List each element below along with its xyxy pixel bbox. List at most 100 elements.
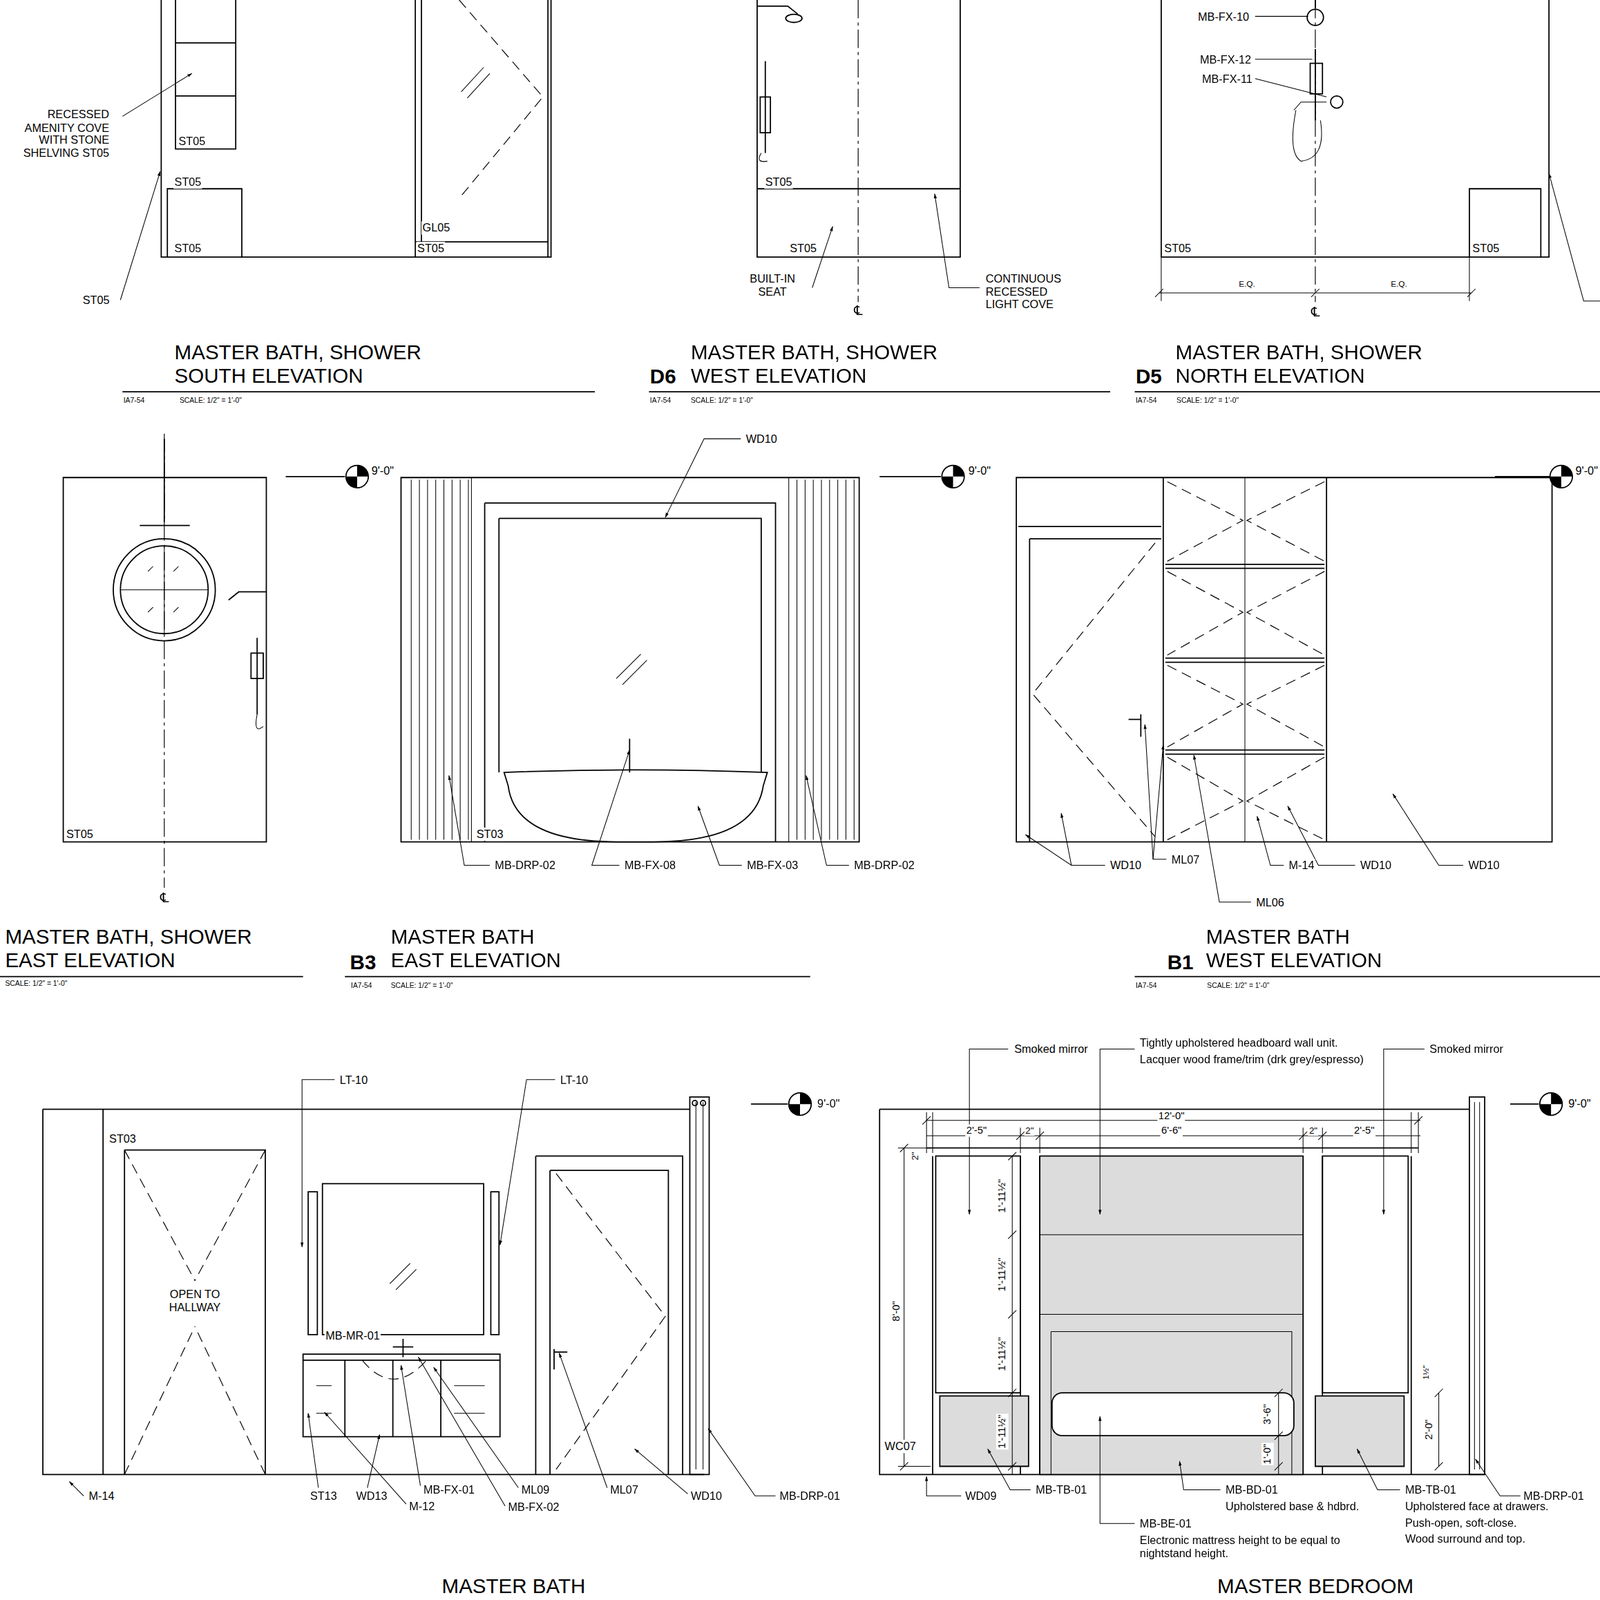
callout-label: RECESSED AMENITY COVE WITH STONE SHELVIN…	[2, 108, 111, 161]
callout-label: Smoked mirror	[1428, 1043, 1504, 1057]
callout-label: MB-FX-12	[1199, 53, 1253, 67]
callout-label: ℄	[158, 890, 170, 906]
callout-label: MB-BD-01	[1224, 1483, 1279, 1498]
callout-label: MB-DRP-02	[853, 859, 917, 873]
callout-label: MB-TB-01	[1034, 1483, 1089, 1498]
callout-label: MASTER BATH WEST ELEVATION	[1204, 925, 1391, 973]
callout-label: ML07	[609, 1483, 640, 1498]
callout-label: ℄	[1309, 305, 1321, 321]
callout-label: 9'-0"	[816, 1097, 841, 1111]
callout-label: GL05	[421, 221, 452, 235]
callout-label: D6	[648, 365, 678, 389]
callout-label: Wood surround and top.	[1403, 1532, 1527, 1547]
callout-label: E.Q.	[1237, 279, 1257, 290]
callout-label: BUILT-IN SEAT	[738, 272, 806, 298]
callout-label: Electronic mattress height to be equal t…	[1138, 1533, 1376, 1560]
callout-label: IA7-54	[350, 981, 374, 990]
callout-label: 1'-11½"	[996, 1256, 1008, 1293]
callout-label: 2"	[1024, 1125, 1035, 1136]
callout-label: MB-BE-01	[1138, 1517, 1193, 1531]
callout-label: MB-DRP-01	[778, 1489, 842, 1503]
callout-label: CONTINUOUS RECESSED LIGHT COVE	[984, 272, 1079, 311]
callout-label: MASTER BEDROOM	[1216, 1574, 1415, 1598]
callout-label: MASTER BATH, SHOWER EAST ELEVATION	[4, 925, 274, 973]
callout-label: 3'-6"	[1261, 1403, 1274, 1426]
callout-label: MASTER BATH, SHOWER WEST ELEVATION	[689, 340, 959, 388]
callout-label: ST05	[764, 175, 794, 189]
callout-label: ST13	[309, 1489, 339, 1503]
callout-label: 9'-0"	[1574, 464, 1599, 478]
callout-label: IA7-54	[1134, 981, 1158, 990]
callout-label: 2"	[909, 1150, 921, 1162]
callout-label: 1'-0"	[1261, 1443, 1274, 1466]
callout-label: IA7-54	[122, 397, 146, 406]
callout-label: 1'-11½"	[996, 1177, 1008, 1214]
callout-label: WC07	[883, 1439, 917, 1453]
callout-label: ST05	[1471, 241, 1501, 255]
callout-label: WD10	[1467, 859, 1501, 873]
callout-label: WD10	[1109, 859, 1143, 873]
callout-label: WD10	[744, 432, 778, 446]
callout-label: IA7-54	[648, 397, 672, 406]
callout-label: ST05	[65, 827, 95, 841]
callout-label: ST05	[173, 241, 203, 255]
callout-label: 6'-6"	[1159, 1124, 1183, 1137]
callout-label: ML07	[1170, 853, 1201, 867]
callout-label: 1'-11½"	[996, 1413, 1008, 1450]
callout-label: Smoked mirror	[1013, 1043, 1089, 1057]
callout-label: B3	[348, 951, 378, 975]
callout-label: Lacquer wood frame/trim (drk grey/espres…	[1138, 1052, 1365, 1066]
callout-label: ST05	[173, 175, 203, 189]
callout-label: ST05	[416, 241, 446, 255]
callout-label: MB-DRP-02	[493, 859, 557, 873]
callout-label: ML06	[1255, 896, 1286, 910]
callout-label: 1'-11½"	[996, 1336, 1008, 1373]
callout-label: MASTER BATH	[440, 1574, 587, 1598]
callout-label: IA7-54	[1134, 397, 1158, 406]
callout-label: SCALE: 1/2" = 1'-0"	[4, 979, 69, 988]
callout-label: D5	[1134, 365, 1163, 389]
callout-label: SCALE: 1/2" = 1'-0"	[1175, 397, 1241, 406]
callout-label: LT-10	[558, 1073, 589, 1087]
callout-label: 9'-0"	[370, 464, 395, 478]
callout-label: ST05	[788, 241, 818, 255]
callout-label: ℄	[853, 303, 864, 320]
callout-label: 9'-0"	[1567, 1097, 1592, 1111]
callout-label: 2'-0"	[1422, 1418, 1435, 1441]
callout-label: WD10	[689, 1489, 723, 1503]
callout-label: B1	[1166, 951, 1195, 975]
callout-label: 2'-5"	[1353, 1124, 1376, 1137]
callout-label: 12'-0"	[1157, 1110, 1186, 1122]
callout-label: ST03	[108, 1132, 138, 1147]
callout-label: MASTER BATH EAST ELEVATION	[389, 925, 576, 973]
callout-label: Push-open, soft-close.	[1403, 1516, 1518, 1530]
callout-label: M-14	[87, 1489, 116, 1503]
callout-label: ST05	[1163, 241, 1193, 255]
callout-label: WD10	[1358, 859, 1393, 873]
callout-label: 2'-5"	[965, 1124, 988, 1137]
callout-label: SCALE: 1/2" = 1'-0"	[389, 981, 454, 990]
callout-label: SCALE: 1/2" = 1'-0"	[689, 397, 754, 406]
callout-label: MB-FX-03	[746, 859, 800, 873]
callout-label: M-12	[408, 1499, 436, 1513]
callout-label: E.Q.	[1389, 279, 1409, 290]
callout-label: OPEN TO HALLWAY	[158, 1287, 232, 1314]
callout-label: SCALE: 1/2" = 1'-0"	[1206, 981, 1271, 990]
callout-label: Upholstered base & hdbrd.	[1224, 1499, 1360, 1513]
callout-label: 8'-0"	[889, 1300, 902, 1323]
callout-label: ML09	[520, 1483, 551, 1498]
callout-label: ST05	[81, 293, 111, 307]
callout-label: M-14	[1287, 859, 1316, 873]
callout-label: MB-FX-01	[422, 1483, 476, 1498]
callout-label: WD13	[355, 1489, 389, 1503]
callout-label: 1½"	[1421, 1364, 1432, 1382]
callout-label: SCALE: 1/2" = 1'-0"	[178, 397, 243, 406]
callout-label: MB-FX-02	[507, 1501, 561, 1515]
callout-label: 2"	[1307, 1125, 1319, 1136]
callout-label: MASTER BATH, SHOWER NORTH ELEVATION	[1174, 340, 1444, 388]
callout-label: MB-FX-08	[623, 859, 677, 873]
callout-label: WD09	[964, 1489, 998, 1503]
